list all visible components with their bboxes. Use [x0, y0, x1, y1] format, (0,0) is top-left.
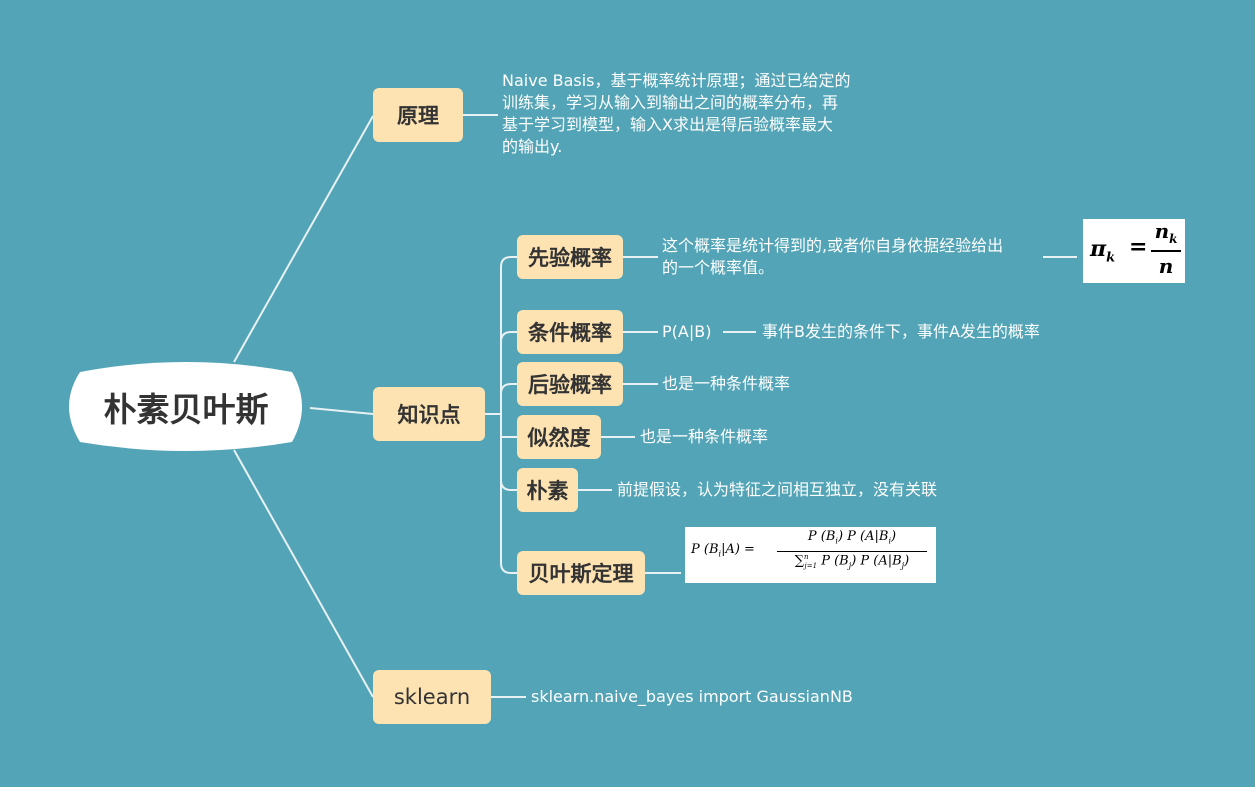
bayes-formula-num-end: ): [891, 529, 897, 544]
principle-node[interactable]: 原理: [373, 88, 463, 142]
bayes-formula-sum-sup: n: [804, 553, 809, 561]
naive-text: 前提假设，认为特征之间相互独立，没有关联: [617, 480, 938, 499]
bayes-formula-den-sub2: j: [901, 560, 905, 570]
bayes-formula-num-sub1: i: [835, 536, 838, 546]
knowledge-node[interactable]: 知识点: [373, 387, 485, 441]
posterior-node[interactable]: 后验概率: [517, 362, 623, 406]
bayes-formula-lhs: P (B: [691, 542, 719, 557]
conditional-text-a: P(A|B): [662, 322, 712, 341]
principle-line-2: 训练集，学习从输入到输出之间的概率分布，再: [502, 93, 839, 112]
prior-line-1: 这个概率是统计得到的,或者你自身依据经验给出: [662, 236, 1004, 255]
prior-formula-eq: =: [1129, 234, 1148, 260]
root-node-shape: [69, 362, 302, 451]
sklearn-node[interactable]: sklearn: [373, 670, 491, 724]
edge-to-bayes: [500, 562, 517, 574]
principle-line-4: 的输出y.: [502, 137, 563, 156]
principle-line-1: Naive Basis，基于概率统计原理；通过已给定的: [502, 71, 851, 90]
bayes-formula-bar: [777, 551, 927, 552]
prior-formula-den: n: [1158, 254, 1174, 278]
principle-text: Naive Basis，基于概率统计原理；通过已给定的 训练集，学习从输入到输出…: [502, 70, 851, 158]
principle-line-3: 基于学习到模型，输入X求出是得后验概率最大: [502, 115, 833, 134]
edge-root-principle: [233, 115, 374, 363]
bayes-formula-den-end: ): [904, 553, 910, 569]
prior-formula-lhs-sub: k: [1106, 250, 1116, 266]
bayes-formula-num-sub2: i: [888, 536, 892, 546]
prior-formula-num-sub: k: [1169, 232, 1178, 246]
prior-formula: πk = nk n: [1083, 219, 1185, 283]
likelihood-node[interactable]: 似然度: [517, 415, 601, 459]
prior-line-2: 的一个概率值。: [662, 258, 775, 277]
bayes-formula-den-mid: ) P (A|B: [851, 553, 902, 569]
edge-to-conditional: [500, 331, 517, 343]
bayes-formula-num: P (B: [807, 529, 836, 544]
bayes-formula-num-mid: ) P (A|B: [837, 529, 889, 544]
bayes-formula: P (Bi|A) = P (Bi) P (A|Bi) ∑nj=1 P (Bj) …: [685, 527, 936, 583]
prior-formula-num: n: [1154, 219, 1170, 243]
prior-formula-lhs: π: [1090, 236, 1107, 262]
bayes-formula-sum: ∑: [794, 553, 805, 569]
sklearn-text: sklearn.naive_bayes import GaussianNB: [531, 687, 853, 706]
edge-to-posterior: [500, 383, 517, 395]
posterior-text: 也是一种条件概率: [662, 374, 791, 393]
edge-to-naive: [500, 479, 517, 491]
bayes-theorem-node[interactable]: 贝叶斯定理: [517, 551, 645, 595]
bayes-formula-den: P (B: [821, 553, 849, 569]
prior-node[interactable]: 先验概率: [517, 235, 623, 279]
naive-node[interactable]: 朴素: [517, 468, 578, 512]
root-node[interactable]: 朴素贝叶斯: [103, 390, 269, 429]
bayes-formula-lhs-sub: i: [718, 549, 722, 559]
edge-root-sklearn: [233, 449, 374, 698]
bayes-formula-sum-sub: j=1: [804, 561, 818, 570]
bayes-formula-den-sub1: j: [848, 560, 852, 570]
prior-formula-bar: [1151, 250, 1181, 252]
conditional-node[interactable]: 条件概率: [517, 310, 623, 354]
edge-to-prior: [500, 256, 517, 268]
bayes-formula-lhs-rest: |A) =: [721, 542, 755, 557]
conditional-text-b: 事件B发生的条件下，事件A发生的概率: [762, 322, 1040, 341]
likelihood-text: 也是一种条件概率: [640, 427, 769, 446]
edge-root-knowledge: [309, 407, 374, 415]
prior-text: 这个概率是统计得到的,或者你自身依据经验给出 的一个概率值。: [662, 235, 1003, 279]
